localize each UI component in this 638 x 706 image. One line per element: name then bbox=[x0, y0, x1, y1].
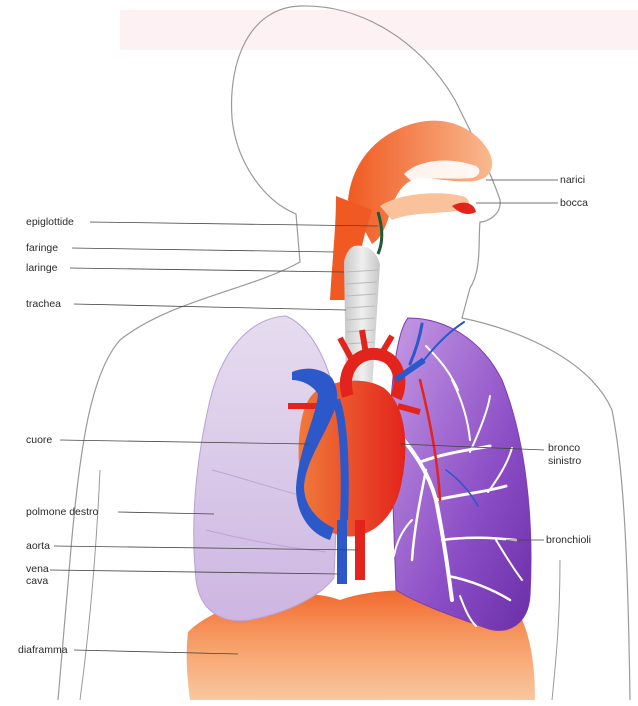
label-bronchioli: bronchioli bbox=[546, 534, 591, 546]
label-polmone-destro: polmone destro bbox=[26, 506, 98, 518]
label-bronco-sinistro-1: bronco bbox=[548, 442, 580, 454]
label-cuore: cuore bbox=[26, 434, 52, 446]
body-outline bbox=[58, 6, 630, 700]
label-vena-cava-1: vena bbox=[26, 563, 49, 575]
label-epiglottide: epiglottide bbox=[26, 216, 74, 228]
label-diaframma: diaframma bbox=[18, 644, 68, 656]
label-aorta: aorta bbox=[26, 540, 50, 552]
label-laringe: laringe bbox=[26, 262, 58, 274]
label-narici: narici bbox=[560, 174, 585, 186]
label-vena-cava-2: cava bbox=[26, 575, 48, 587]
label-faringe: faringe bbox=[26, 242, 58, 254]
label-trachea: trachea bbox=[26, 298, 61, 310]
label-bronco-sinistro-2: sinistro bbox=[548, 455, 581, 467]
lips bbox=[452, 203, 476, 214]
background-banner bbox=[120, 10, 638, 50]
label-bocca: bocca bbox=[560, 197, 588, 209]
